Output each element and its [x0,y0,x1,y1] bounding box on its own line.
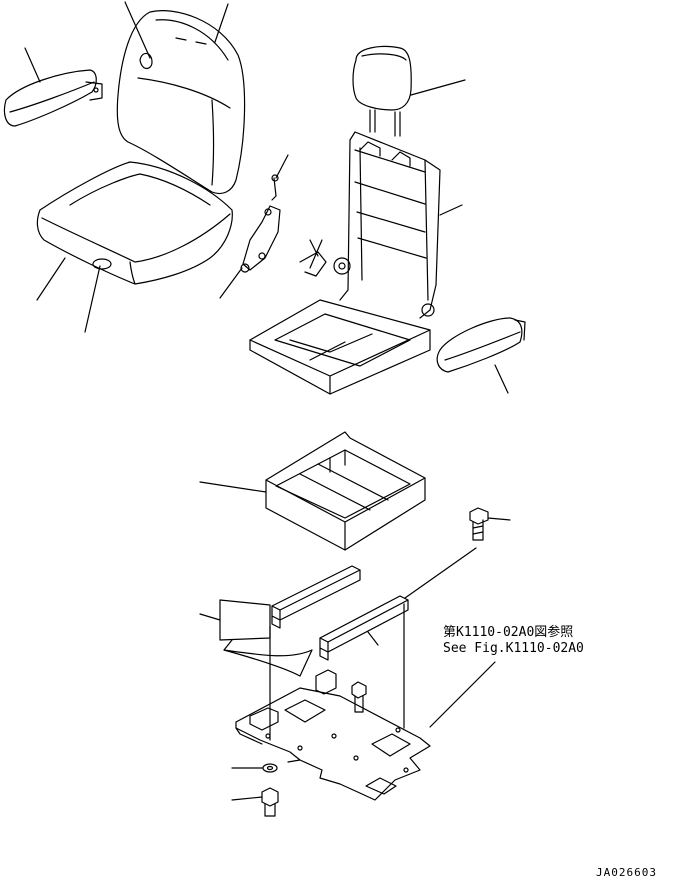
leader-bolt [487,517,511,521]
leader-seat-back-b [214,3,229,43]
headrest [352,45,412,137]
recline-lever [240,174,281,273]
leader-seat-back-a [124,1,151,59]
bolt-lower [261,787,279,817]
leader-seat-frame [439,204,463,216]
leader-lever-bracket [219,267,243,299]
leader-armrest-left [24,47,41,83]
bolt [469,507,489,541]
leader-cushion-knob [84,265,101,333]
leader-lever-pin [275,154,289,179]
leader-reference [429,661,496,728]
storage-tray [265,431,426,551]
reference-note-en: See Fig.K1110-02A0 [443,641,584,656]
leader-storage-tray [199,481,267,493]
leader-bolt-lower [231,796,263,801]
seat-rail-right [319,595,409,661]
seat-frame [249,131,441,395]
leader-headrest [410,79,466,96]
mid-bolt [351,681,367,713]
drawing-id: JA026603 [596,866,657,879]
armrest-right [436,317,526,373]
leader-bolt-to-rail [404,547,477,599]
leader-rail-cover [199,613,221,621]
leader-frame-knob [309,239,319,257]
leader-rail-right [367,631,379,646]
seat-cushion [36,161,233,285]
washer [262,763,278,773]
leader-armrest-right [494,364,509,394]
seat-rail-left [271,565,361,629]
seat-back-cushion [116,10,246,195]
armrest-left [3,69,103,127]
leader-seat-cushion [36,257,66,301]
mounting-plate [235,669,431,801]
reference-note-jp: 第K1110-02A0図参照 [443,624,573,640]
